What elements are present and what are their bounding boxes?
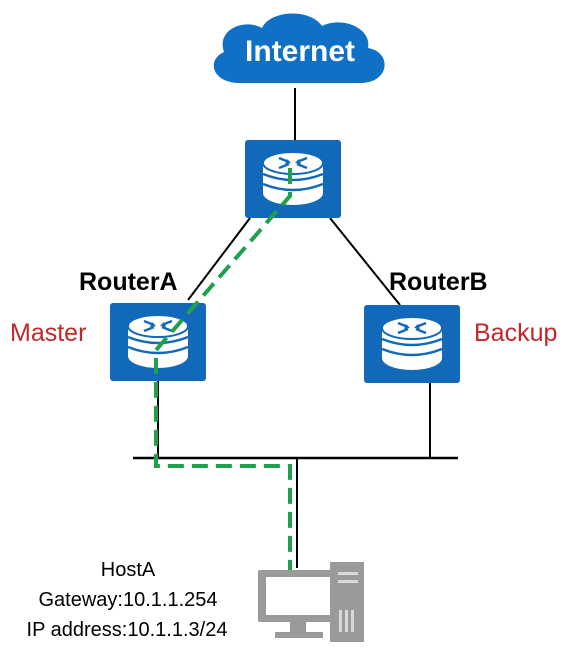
link-core-routerb — [329, 217, 401, 306]
routerb-icon — [362, 303, 462, 385]
routerb-name: RouterB — [389, 268, 488, 296]
internet-cloud-icon: Internet — [213, 13, 385, 83]
routera-role: Master — [10, 319, 86, 347]
internet-label: Internet — [245, 35, 355, 68]
routera-name: RouterA — [79, 268, 178, 296]
host-ip: IP address:10.1.1.3/24 — [27, 619, 228, 641]
traffic-path — [154, 168, 292, 582]
routerb-role: Backup — [474, 319, 557, 347]
host-name: HostA — [101, 559, 156, 581]
link-core-routera — [187, 217, 251, 301]
host-gateway: Gateway:10.1.1.254 — [38, 589, 217, 611]
core-router-icon — [243, 138, 343, 220]
pc-icon — [258, 562, 364, 642]
